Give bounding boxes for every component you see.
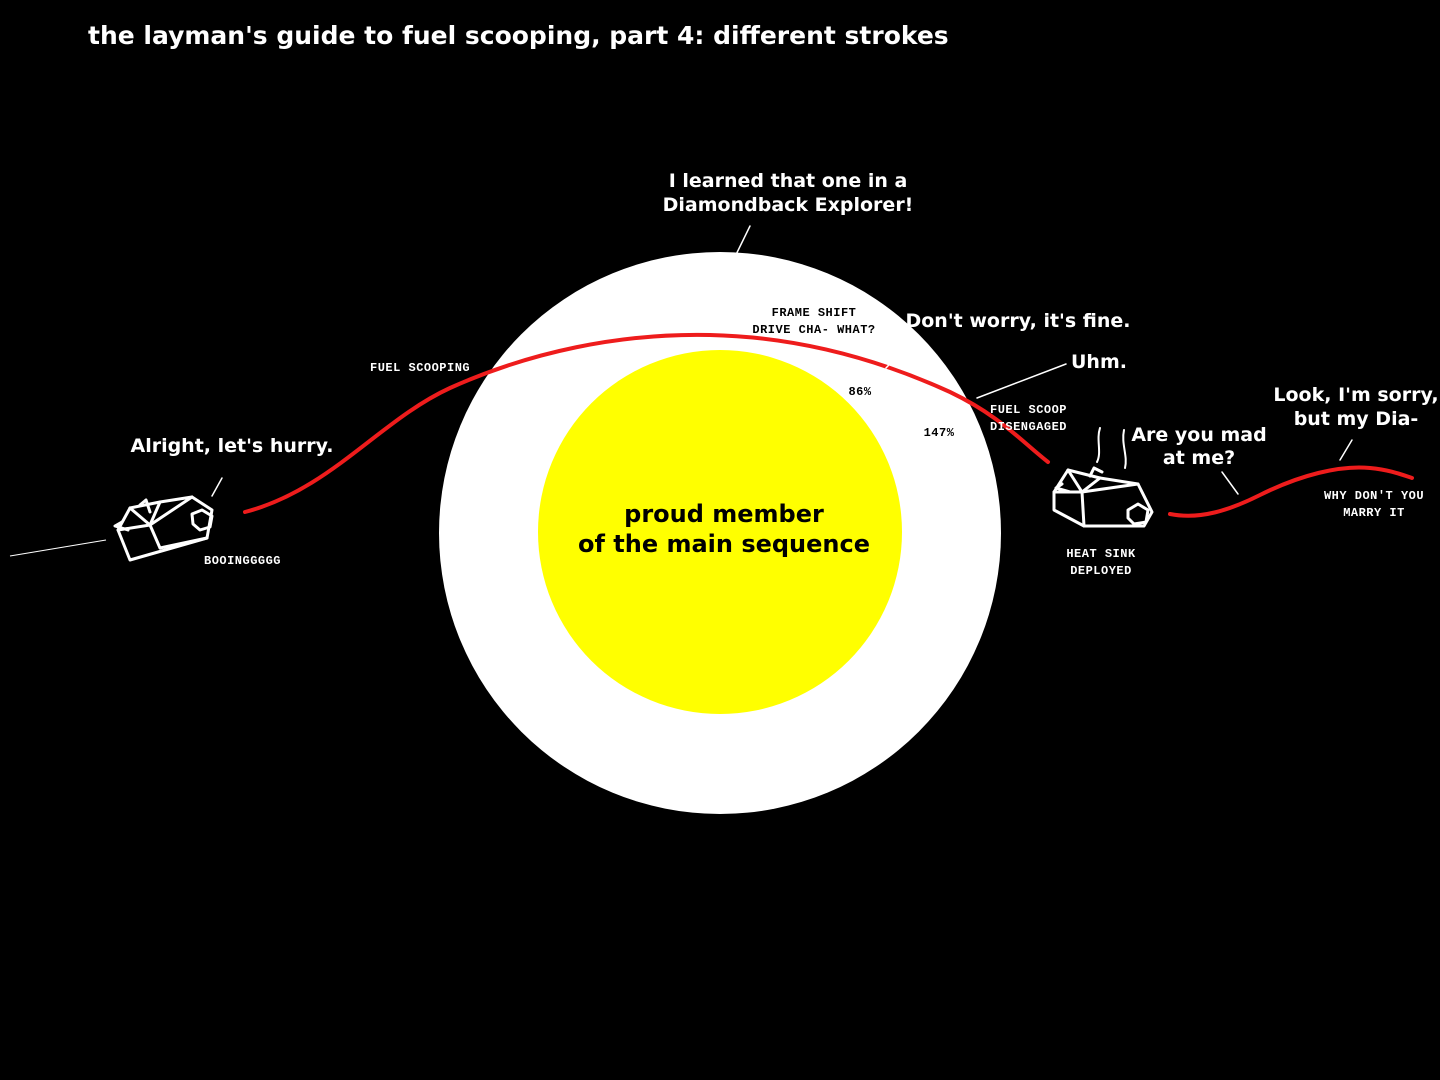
- caption-fsd-line2: DRIVE CHA- WHAT?: [752, 323, 875, 337]
- caption-fuel-scooping: FUEL SCOOPING: [370, 361, 470, 375]
- caption-heat-147: 147%: [924, 426, 955, 440]
- speech-sorry-line1: Look, I'm sorry,: [1273, 384, 1438, 406]
- caption-booing: BOOINGGGGG: [204, 554, 281, 568]
- star-label-line1: proud member: [624, 500, 824, 528]
- caption-fsd-line1: FRAME SHIFT: [772, 306, 857, 320]
- pointer-dont-worry: [885, 340, 913, 369]
- caption-scoop-off-line1: FUEL SCOOP: [990, 403, 1067, 417]
- caption-marry-line1: WHY DON'T YOU: [1324, 489, 1424, 503]
- speech-mad-line1: Are you mad: [1131, 424, 1266, 446]
- pointer-learned: [705, 225, 751, 317]
- star-core: [538, 350, 902, 714]
- caption-heatsink-line2: DEPLOYED: [1070, 564, 1132, 578]
- speech-sorry-line2: but my Dia-: [1294, 408, 1419, 430]
- speech-dont-worry: Don't worry, it's fine.: [905, 310, 1130, 332]
- exit-trajectory: [1168, 465, 1414, 518]
- pointer-sorry: [1339, 439, 1353, 461]
- star-label-line2: of the main sequence: [578, 530, 870, 558]
- speech-mad-line2: at me?: [1163, 447, 1235, 469]
- heat-wisp-icon: [1096, 427, 1127, 469]
- speech-alright: Alright, let's hurry.: [130, 435, 333, 457]
- pointer-uhm: [976, 363, 1067, 399]
- fuel-scoop-trajectory: [243, 332, 1050, 514]
- pointer-alright: [211, 477, 223, 497]
- speech-uhm: Uhm.: [1071, 351, 1127, 373]
- caption-marry-line2: MARRY IT: [1343, 506, 1405, 520]
- ship-icon: [113, 495, 214, 562]
- caption-scoop-off-line2: DISENGAGED: [990, 420, 1067, 434]
- caption-heatsink-line1: HEAT SINK: [1066, 547, 1136, 561]
- comic-title: the layman's guide to fuel scooping, par…: [88, 21, 949, 50]
- caption-heat-86: 86%: [848, 385, 871, 399]
- approach-line: [9, 539, 107, 557]
- speech-learned-line2: Diamondback Explorer!: [663, 194, 914, 216]
- speech-learned-line1: I learned that one in a: [669, 170, 908, 192]
- pointer-mad: [1221, 471, 1239, 495]
- ship-icon: [1052, 466, 1154, 528]
